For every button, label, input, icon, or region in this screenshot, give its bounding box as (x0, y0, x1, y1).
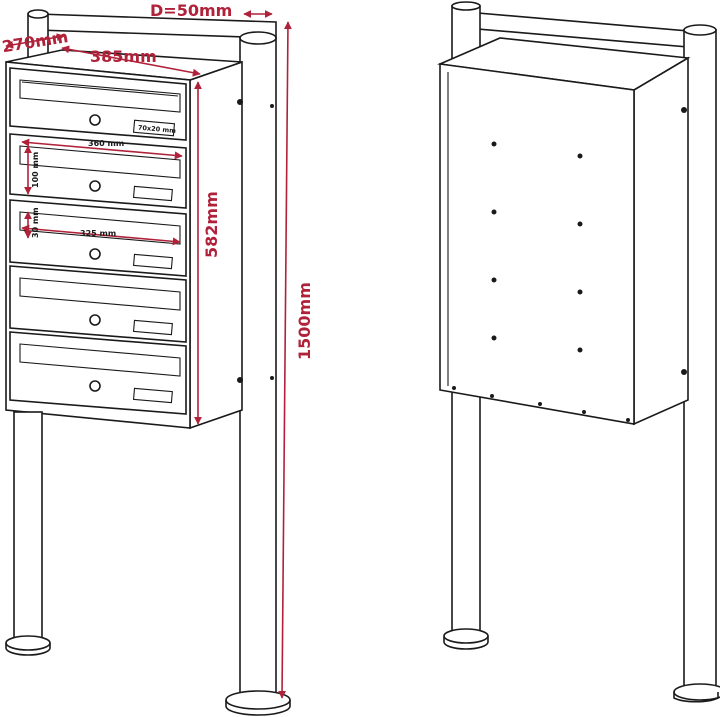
rivets (452, 141, 630, 422)
dim-width: 385mm (61, 45, 201, 77)
right-post (225, 31, 291, 716)
nameplate-label: 70x20 mm (138, 124, 177, 135)
dim-slot-height: 100 mm (24, 145, 40, 195)
slot-height-label: 100 mm (31, 152, 40, 188)
compartment-1: 70x20 mm (9, 67, 187, 141)
back-view (437, 1, 720, 703)
inner-width-label: 325 mm (80, 229, 116, 238)
dim-diameter: D=50mm (150, 1, 273, 20)
slot-width-label: 360 mm (88, 139, 124, 148)
compartment-5 (9, 331, 187, 415)
dim-inner-height: 30 mm (24, 207, 40, 239)
width-label: 385mm (90, 47, 157, 66)
compartment-4 (9, 265, 187, 343)
box-height-label: 582mm (202, 191, 221, 258)
total-height-label: 1500mm (295, 282, 314, 360)
dim-box-height: 582mm (194, 81, 221, 425)
left-post (5, 411, 51, 656)
dim-slot-width: 360 mm (21, 138, 183, 160)
dim-inner-width: 325 mm (21, 224, 181, 246)
front-view: 70x20 mm (1, 1, 314, 716)
back-box-panel (439, 63, 635, 425)
back-box-side (633, 56, 689, 426)
dim-total-height: 1500mm (278, 21, 314, 699)
diameter-label: D=50mm (150, 1, 232, 20)
inner-height-label: 30 mm (31, 207, 40, 238)
back-right-post (673, 24, 720, 703)
